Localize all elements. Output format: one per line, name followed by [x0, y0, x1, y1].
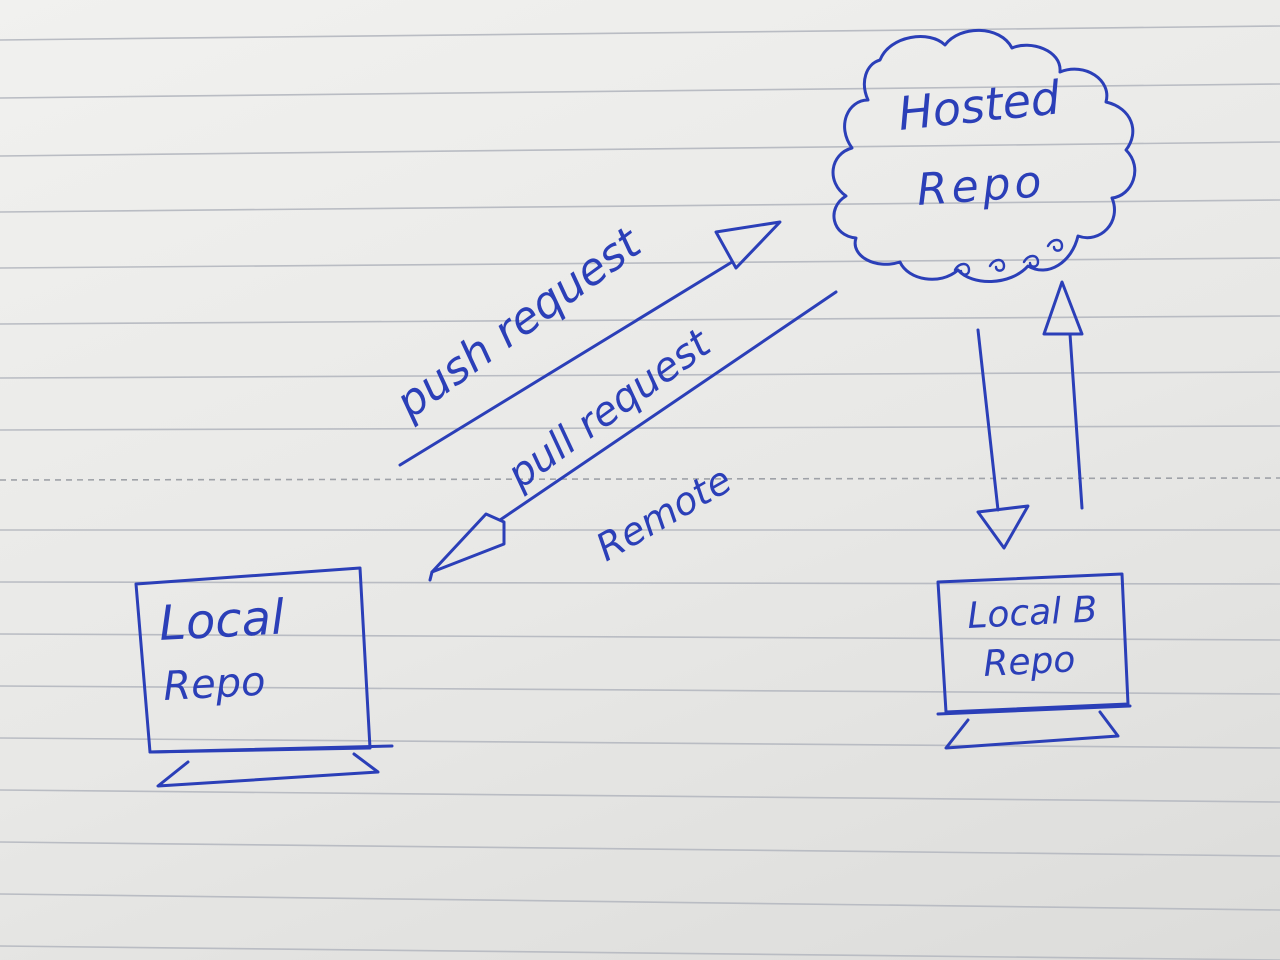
pull-request-label: pull request: [498, 320, 720, 499]
local-repo-b-label-line2: Repo: [982, 639, 1076, 685]
remote-label: Remote: [589, 458, 739, 570]
up-arrow-to-hosted: [1042, 280, 1084, 510]
ruled-lines: [0, 25, 1280, 960]
local-repo-label-line1: Local: [158, 589, 287, 652]
local-repo-computer: Local Repo: [134, 566, 394, 788]
down-arrow-to-local-b: [976, 328, 1030, 550]
hosted-repo-cloud: Hosted Repo: [831, 28, 1137, 283]
local-repo-b-label-line1: Local B: [966, 589, 1098, 637]
local-repo-b-computer: Local B Repo: [936, 572, 1132, 750]
local-repo-label-line2: Repo: [162, 659, 267, 710]
hosted-repo-label-line2: Repo: [915, 156, 1047, 216]
hosted-repo-label-line1: Hosted: [896, 70, 1064, 141]
